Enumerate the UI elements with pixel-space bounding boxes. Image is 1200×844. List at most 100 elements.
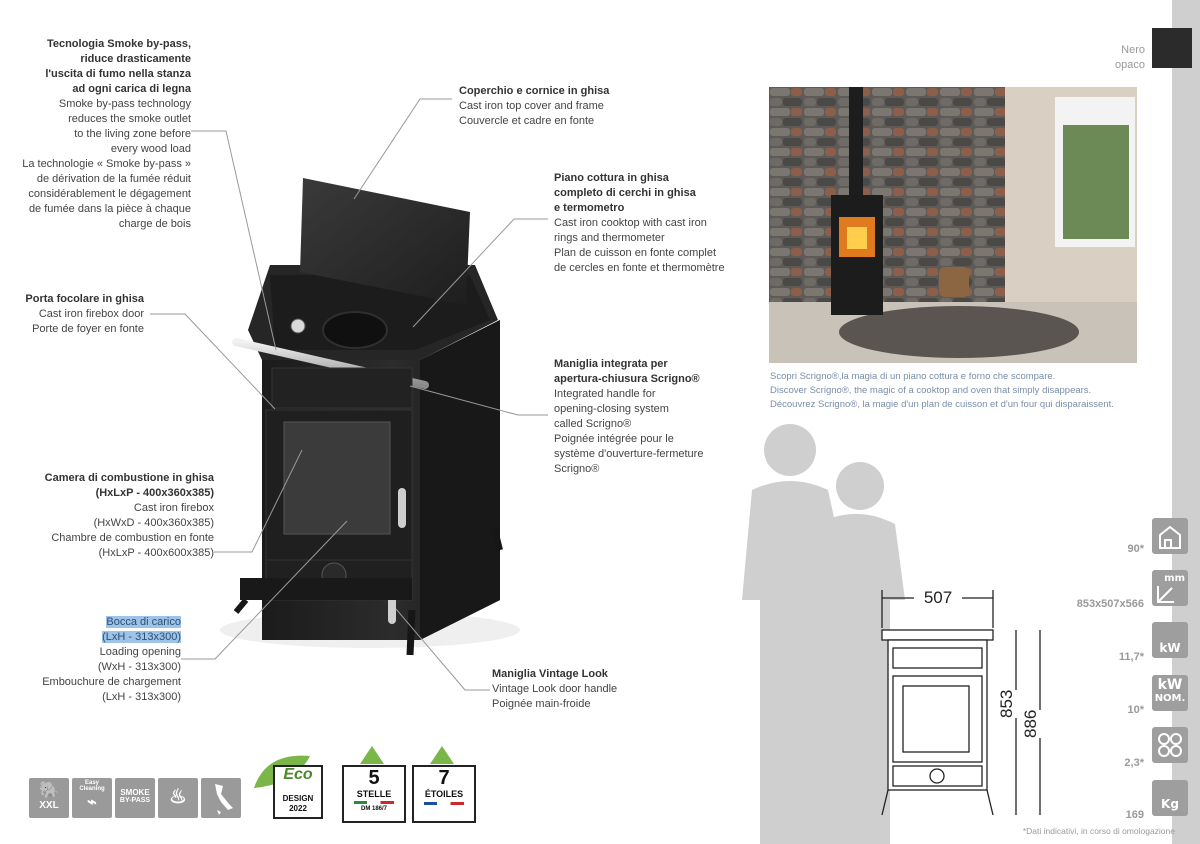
handle-en-2: opening-closing system <box>554 403 669 415</box>
eco-year: 2022 <box>289 804 307 813</box>
bypass-label: BY-PASS <box>119 797 151 804</box>
dim-height-b: 886 <box>1021 709 1041 738</box>
footnote: *Dati indicativi, in corso di omologazio… <box>1022 826 1175 836</box>
smoke-label: SMOKE <box>120 788 150 797</box>
dimensions-arrows <box>1157 586 1174 603</box>
firebox-door-it: Porta focolare in ghisa <box>25 293 144 305</box>
loading-fr-2: (LxH - 313x300) <box>102 691 181 703</box>
handle-it-1: Maniglia integrata per <box>554 358 668 370</box>
handle-fr-1: Poignée intégrée pour le <box>554 433 674 445</box>
smoke-fr-2: de dérivation de la fumée réduit <box>36 173 191 185</box>
smoke-it-4: ad ogni carica di legna <box>72 83 191 95</box>
house-icon-svg <box>1159 525 1181 549</box>
stelle-number: 5 <box>368 767 380 789</box>
color-swatch[interactable] <box>1152 28 1192 68</box>
wood-logs-svg <box>1158 733 1182 757</box>
combustion-fr-2: (HxLxP - 400x600x385) <box>98 547 214 559</box>
cooktop-en-1: Cast iron cooktop with cast iron <box>554 217 707 229</box>
cover-it: Coperchio e cornice in ghisa <box>459 85 610 97</box>
kw-nom-label: kW <box>1157 677 1183 693</box>
eco-design-word: DESIGN <box>282 794 314 803</box>
callout-firebox-door: Porta focolare in ghisa Cast iron firebo… <box>10 292 144 337</box>
photo-caption: Scopri Scrigno®,la magia di un piano cot… <box>770 370 1170 412</box>
dim-width: 507 <box>914 588 962 608</box>
callout-vintage-handle: Maniglia Vintage Look Vintage Look door … <box>492 667 672 712</box>
loading-it-1: Bocca di carico <box>106 616 181 628</box>
stelle-sub: DM 186/7 <box>360 806 387 812</box>
eco-design-badge: Eco DESIGN 2022 <box>246 744 336 824</box>
caption-fr: Découvrez Scrigno®, la magie d'un plan d… <box>770 399 1114 410</box>
smoke-it-1: Tecnologia Smoke by-pass, <box>46 38 191 50</box>
vintage-fr: Poignée main-froide <box>492 698 591 710</box>
cover-en: Cast iron top cover and frame <box>459 100 604 112</box>
smoke-en-4: every wood load <box>110 143 191 155</box>
smoke-en-2: reduces the smoke outlet <box>68 113 191 125</box>
spec-value-nominal: 10* <box>1127 704 1144 716</box>
kw-label: kW <box>1159 641 1181 655</box>
cooktop-fr-2: de cercles en fonte et thermomètre <box>554 262 725 274</box>
house-icon <box>1152 518 1188 554</box>
italy-shape <box>215 784 233 815</box>
kg-label: Kg <box>1161 797 1179 811</box>
callout-integrated-handle: Maniglia integrata per apertura-chiusura… <box>554 357 734 477</box>
vintage-it: Maniglia Vintage Look <box>492 668 608 680</box>
stelle-word: STELLE <box>356 789 392 799</box>
5-stelle-badge: 5 STELLE DM 186/7 <box>342 765 406 823</box>
eco-word: Eco <box>283 766 313 783</box>
etoiles-number: 7 <box>438 767 450 789</box>
easy-cleaning-icon: Easy Cleaning ⌁ <box>72 778 112 818</box>
wood-logs-icon <box>1152 727 1188 763</box>
caption-en: Discover Scrigno®, the magic of a cookto… <box>770 385 1092 396</box>
smoke-it-2: riduce drasticamente <box>80 53 191 65</box>
loading-fr-1: Embouchure de chargement <box>42 676 181 688</box>
etoiles-word: ÉTOILES <box>424 789 464 799</box>
loading-it-2: (LxH - 313x300) <box>102 631 181 643</box>
loading-en-2: (WxH - 313x300) <box>97 661 181 673</box>
cooktop-it-3: e termometro <box>554 202 625 214</box>
firebox-door-fr: Porte de foyer en fonte <box>32 323 144 335</box>
smoke-fr-1: La technologie « Smoke by-pass » <box>22 158 191 170</box>
dimensions-mm-icon: mm <box>1152 570 1188 606</box>
smoke-fr-3: considérablement le dégagement <box>28 188 191 200</box>
handle-fr-3: Scrigno® <box>554 463 600 475</box>
etoiles-star-icon <box>430 746 454 764</box>
smoke-en-1: Smoke by-pass technology <box>58 98 191 110</box>
callout-cooktop: Piano cottura in ghisa completo di cerch… <box>554 171 754 276</box>
mm-label: mm <box>1164 573 1185 584</box>
finish-label: Nero opaco <box>1090 43 1145 73</box>
finish-name: Nero <box>1121 44 1145 56</box>
cooktop-en-2: rings and thermometer <box>554 232 665 244</box>
combustion-en-2: (HxWxD - 400x360x385) <box>93 517 214 529</box>
smoke-en-3: to the living zone before <box>74 128 191 140</box>
spec-value-dimensions: 853x507x566 <box>1076 598 1144 610</box>
weight-kg-icon: Kg <box>1152 780 1188 816</box>
smoke-fr-4: de fumée dans la pièce à chaque <box>28 203 191 215</box>
spec-value-volume: 90* <box>1127 543 1144 555</box>
smoke-fr-5: charge de bois <box>118 218 191 230</box>
cover-fr: Couvercle et cadre en fonte <box>459 115 595 127</box>
italy-map-icon <box>201 778 241 818</box>
caption-it: Scopri Scrigno®,la magia di un piano cot… <box>770 371 1056 382</box>
elephant-xxl-icon: 🐘 XXL <box>29 778 69 818</box>
handle-fr-2: système d'ouverture-fermeture <box>554 448 704 460</box>
vintage-en: Vintage Look door handle <box>492 683 618 695</box>
cooktop-fr-1: Plan de cuisson en fonte complet <box>554 247 717 259</box>
nom-label: NOM. <box>1154 693 1186 704</box>
callout-loading-opening: Bocca di carico (LxH - 313x300) Loading … <box>10 615 181 705</box>
eco-leaf-icon <box>254 755 323 819</box>
smoke-bypass-icon: SMOKE BY-PASS <box>115 778 155 818</box>
handle-en-1: Integrated handle for <box>554 388 656 400</box>
combustion-fr-1: Chambre de combustion en fonte <box>51 532 214 544</box>
cooktop-it-2: completo di cerchi in ghisa <box>554 187 696 199</box>
combustion-it-1: Camera di combustione in ghisa <box>44 472 214 484</box>
smoke-it-3: l'uscita di fumo nella stanza <box>45 68 191 80</box>
callout-combustion-chamber: Camera di combustione in ghisa (HxLxP - … <box>10 471 214 561</box>
finish-sub: opaco <box>1115 59 1145 71</box>
spec-value-weight: 169 <box>1125 809 1144 821</box>
spec-value-power: 11,7* <box>1118 651 1144 663</box>
xxl-label: XXL <box>39 800 59 811</box>
stelle-star-icon <box>360 746 384 764</box>
7-etoiles-badge: 7 ÉTOILES <box>412 765 476 823</box>
handle-it-2: apertura-chiusura Scrigno® <box>554 373 700 385</box>
